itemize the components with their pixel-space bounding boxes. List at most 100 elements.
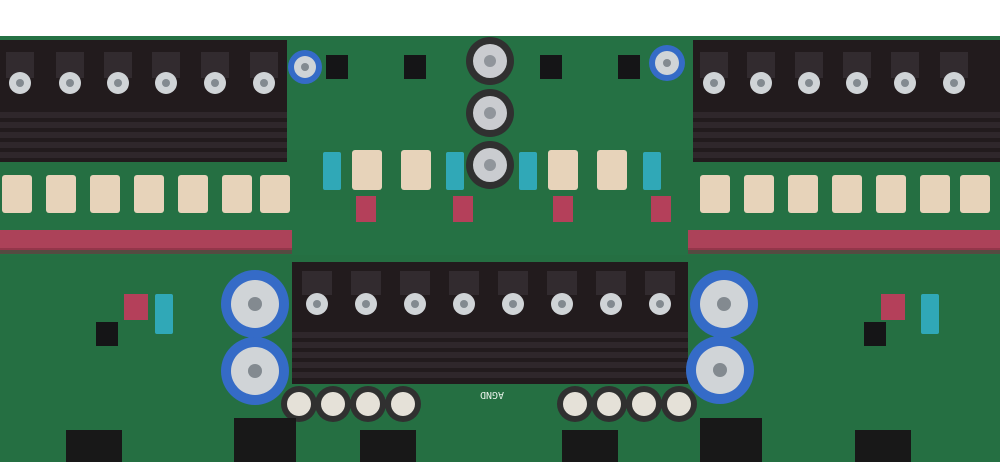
cap-center <box>484 159 496 171</box>
fin <box>292 352 688 358</box>
fin <box>0 122 287 128</box>
cap-top <box>632 392 656 416</box>
relay <box>134 175 164 213</box>
screw-center <box>950 79 958 87</box>
relay <box>352 150 382 190</box>
connector <box>66 430 122 462</box>
transistor-row-top-left <box>6 52 278 94</box>
relay <box>920 175 950 213</box>
teal-cap <box>643 152 661 190</box>
transistor-body <box>547 271 577 295</box>
connector <box>234 418 296 462</box>
electrolytic-capacitor <box>466 89 514 137</box>
cap-center <box>663 59 671 67</box>
resistor-stack <box>881 294 905 320</box>
transistor-body <box>596 271 626 295</box>
resistor-stack <box>124 294 148 320</box>
screw-center <box>607 300 615 308</box>
resistor-stack <box>356 196 376 222</box>
bottom-capacitor <box>385 386 421 422</box>
screw-center <box>66 79 74 87</box>
resistor-strip-left <box>0 230 292 254</box>
transistor <box>400 271 430 315</box>
fin <box>0 152 287 158</box>
fin <box>693 152 1000 158</box>
bottom-capacitor <box>315 386 351 422</box>
relay-row-top-center <box>352 150 627 190</box>
transistor <box>547 271 577 315</box>
bottom-connectors <box>66 418 911 462</box>
screw-center <box>509 300 517 308</box>
cap-center <box>713 363 727 377</box>
relay <box>788 175 818 213</box>
blue-capacitor <box>288 50 322 84</box>
cap-top <box>321 392 345 416</box>
resistor-strip-shadow <box>0 248 292 254</box>
heatsink-fins <box>693 112 1000 158</box>
fin <box>0 132 287 138</box>
relay <box>876 175 906 213</box>
screw-center <box>411 300 419 308</box>
bottom-capacitor <box>626 386 662 422</box>
bottom-capacitor <box>350 386 386 422</box>
screw-center <box>460 300 468 308</box>
teal-cap <box>446 152 464 190</box>
small-ics <box>96 55 886 346</box>
ic <box>618 55 640 79</box>
transistor <box>152 52 180 94</box>
transistor-row-middle <box>302 271 675 315</box>
large-blue-capacitor <box>221 337 289 405</box>
relay <box>222 175 252 213</box>
resistor-stack <box>651 196 671 222</box>
relay <box>90 175 120 213</box>
screw-center <box>16 79 24 87</box>
relay <box>401 150 431 190</box>
heatsink-body <box>0 40 287 162</box>
transistor <box>56 52 84 94</box>
ic <box>540 55 562 79</box>
screw-center <box>853 79 861 87</box>
ic <box>326 55 348 79</box>
teal-cap <box>323 152 341 190</box>
screw-center <box>901 79 909 87</box>
transistor-body <box>400 271 430 295</box>
large-blue-capacitor <box>686 336 754 404</box>
screw-center <box>114 79 122 87</box>
heatsink-top-left <box>0 40 287 162</box>
transistor <box>6 52 34 94</box>
relay-row-left <box>2 175 290 213</box>
transistor <box>104 52 132 94</box>
resistor-strip <box>688 230 1000 250</box>
relay <box>597 150 627 190</box>
silkscreen: AGND <box>480 389 504 400</box>
connector <box>360 430 416 462</box>
screw-center <box>211 79 219 87</box>
bottom-capacitor <box>557 386 593 422</box>
cap-top <box>597 392 621 416</box>
heatsink-fins <box>292 332 688 378</box>
blue-capacitor <box>649 45 685 81</box>
resistor-strip-right <box>688 230 1000 254</box>
ic <box>864 322 886 346</box>
bottom-capacitor <box>591 386 627 422</box>
large-blue-capacitors <box>221 270 758 405</box>
agnd-label: AGND <box>480 389 504 400</box>
teal-capacitors <box>155 152 939 334</box>
fin <box>693 132 1000 138</box>
transistor <box>747 52 775 94</box>
blue-capacitors-top <box>288 45 685 84</box>
transistor-body <box>645 271 675 295</box>
relay <box>744 175 774 213</box>
relay <box>832 175 862 213</box>
transistor <box>201 52 229 94</box>
large-blue-capacitor <box>221 270 289 338</box>
fin <box>693 112 1000 118</box>
relay <box>548 150 578 190</box>
resistor-strip-shadow <box>688 248 1000 254</box>
transistor-body <box>449 271 479 295</box>
resistor-stacks-center <box>124 196 905 320</box>
transistor <box>940 52 968 94</box>
fin <box>0 142 287 148</box>
cap-center <box>248 364 262 378</box>
teal-cap <box>921 294 939 334</box>
